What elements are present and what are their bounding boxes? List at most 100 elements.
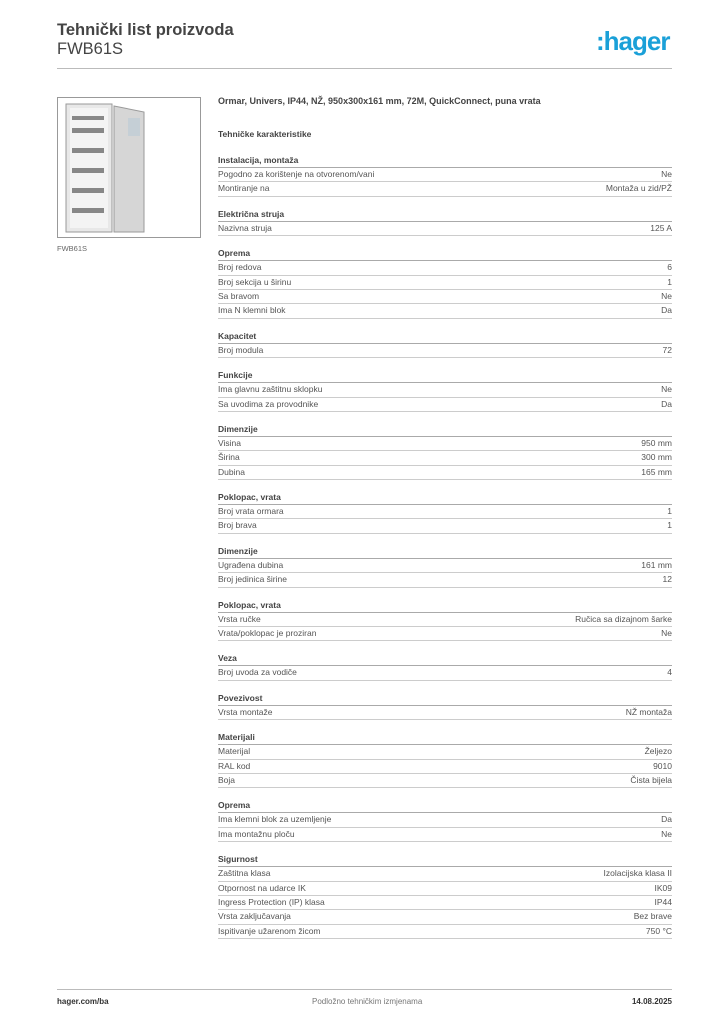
spec-label: Ugrađena dubina (218, 559, 284, 570)
spec-row: Dubina 165 mm (218, 466, 672, 481)
section-title: Poklopac, vrata (218, 599, 672, 613)
spec-row: Vrsta zaključavanja Bez brave (218, 910, 672, 925)
spec-value: 950 mm (641, 437, 672, 448)
spec-row: Sa bravom Ne (218, 290, 672, 305)
spec-row: Ima N klemni blok Da (218, 304, 672, 319)
spec-row: Broj vrata ormara 1 (218, 505, 672, 520)
spec-label: Ima glavnu zaštitnu sklopku (218, 384, 323, 395)
footer-note: Podložno tehničkim izmjenama (312, 997, 423, 1006)
spec-value: IP44 (654, 896, 673, 907)
spec-row: Montiranje na Montaža u zid/PŽ (218, 182, 672, 197)
spec-value: 1 (667, 276, 672, 287)
spec-value: 750 °C (645, 925, 672, 936)
spec-label: Vrsta ručke (218, 613, 261, 624)
spec-value: 125 A (650, 222, 672, 233)
spec-row: Vrsta ručke Ručica sa dizajnom šarke (218, 613, 672, 628)
spec-value: Ne (661, 290, 672, 301)
spec-label: Montiranje na (218, 183, 270, 194)
spec-label: Broj uvoda za vodiče (218, 667, 297, 678)
footer-divider (57, 989, 672, 990)
spec-label: Vrsta montaže (218, 706, 273, 717)
section-title: Oprema (218, 247, 672, 262)
spec-value: Da (661, 305, 672, 316)
footer-website[interactable]: hager.com/ba (57, 997, 109, 1006)
page-title: Tehnički list proizvoda (57, 21, 234, 39)
spec-label: Broj brava (218, 520, 257, 531)
section-title: Funkcije (218, 369, 672, 384)
spec-row: Broj jedinica širine 12 (218, 573, 672, 588)
spec-value: Da (661, 398, 672, 409)
spec-label: Širina (218, 452, 240, 463)
footer-date: 14.08.2025 (631, 997, 672, 1006)
spec-value: 4 (667, 667, 672, 678)
spec-label: Broj modula (218, 344, 264, 355)
spec-value: 165 mm (641, 466, 672, 477)
section-title: Dimenzije (218, 423, 672, 437)
spec-row: Nazivna struja 125 A (218, 222, 672, 237)
spec-label: Sa uvodima za provodnike (218, 398, 319, 409)
section-title: Materijali (218, 731, 672, 746)
spec-label: Broj vrata ormara (218, 506, 284, 517)
section-title: Instalacija, montaža (218, 154, 672, 168)
spec-value: Da (661, 814, 672, 825)
spec-label: Broj jedinica širine (218, 574, 287, 585)
spec-value: Bez brave (633, 911, 672, 922)
spec-label: Pogodno za korištenje na otvorenom/vani (218, 169, 375, 179)
spec-value: 12 (662, 574, 672, 585)
product-code: FWB61S (57, 40, 124, 58)
spec-value: 72 (662, 344, 672, 355)
spec-value: NŽ montaža (625, 706, 672, 717)
spec-label: Otpornost na udarce IK (218, 882, 306, 893)
spec-label: Visina (218, 437, 241, 448)
spec-label: Sa bravom (218, 290, 260, 301)
spec-value: Ne (661, 169, 672, 179)
hager-logo: :hager (596, 26, 670, 56)
spec-label: RAL kod (218, 760, 251, 771)
section-title: Poklopac, vrata (218, 491, 672, 506)
spec-label: Dubina (218, 466, 245, 477)
spec-value: 9010 (653, 760, 672, 771)
spec-value: Ne (661, 384, 672, 395)
section-title: Električna struja (218, 208, 672, 222)
spec-row: Sa uvodima za provodnike Da (218, 398, 672, 412)
spec-value: 6 (667, 262, 672, 273)
spec-row: Visina 950 mm (218, 437, 672, 452)
section-title: Povezivost (218, 692, 672, 706)
image-caption: FWB61S (57, 244, 88, 253)
spec-value: 1 (667, 520, 672, 531)
spec-label: Ima N klemni blok (218, 305, 286, 316)
spec-label: Nazivna struja (218, 222, 272, 233)
spec-row: Ugrađena dubina 161 mm (218, 559, 672, 574)
spec-label: Broj sekcija u širinu (218, 276, 292, 287)
spec-label: Vrsta zaključavanja (218, 911, 291, 922)
section-title: Oprema (218, 799, 672, 814)
spec-row: Ima glavnu zaštitnu sklopku Ne (218, 383, 672, 398)
section-title: Sigurnost (218, 853, 672, 868)
spec-value: Željezo (644, 746, 672, 757)
spec-label: Ima montažnu ploču (218, 828, 295, 839)
spec-value: Ručica sa dizajnom šarke (575, 613, 672, 624)
spec-value: 1 (667, 506, 672, 517)
spec-value: Montaža u zid/PŽ (605, 183, 672, 194)
section-title: Veza (218, 652, 672, 667)
spec-label: Zaštitna klasa (218, 868, 271, 879)
spec-value: 161 mm (641, 559, 672, 570)
